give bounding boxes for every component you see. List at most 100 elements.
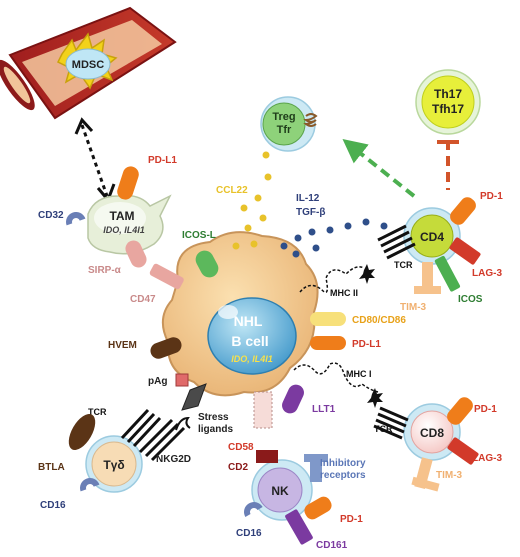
nhl-label: NHL [234,313,263,329]
cd8-label: CD8 [420,426,444,440]
cd2-label: CD2 [228,462,248,473]
stress-ligand [181,383,207,411]
cd4-tcr [377,224,416,260]
nk-label: NK [271,484,289,498]
ccl22-label: CCL22 [216,185,248,196]
mhc-i-peptide [367,388,383,408]
sirp-alpha-label: SIRP-α [88,265,122,276]
tumor-pd-l1-label: PD-L1 [352,339,381,350]
cd8-lag-3-label: LAG-3 [472,453,502,464]
stress-ligands-line-1: Stress [198,412,229,423]
btla-receptor [68,413,96,451]
llt1-ligand [282,384,304,414]
cd80-cd86-label: CD80/CD86 [352,315,406,326]
cd58-label: CD58 [228,442,254,453]
cd32-label: CD32 [38,210,64,221]
cd161-label: CD161 [316,540,348,551]
cd4-pd-1-label: PD-1 [480,191,503,202]
cd4-pd-1 [450,197,476,225]
cd4-to-treg-arrow [342,139,416,198]
cd4-icos-label: ICOS [458,294,483,305]
pag-label: pAg [148,376,167,387]
inhibitory-line-1: Inhibitory [320,458,366,469]
cd80-cd86-ligand [310,312,346,326]
ccl22-chemokine [232,151,272,250]
cd4-cell: CD4 [403,207,461,265]
cd32-receptor [66,212,86,226]
tam-sublabel: IDO, IL4I1 [103,225,145,235]
cytokine-dots [280,218,388,258]
hvem-label: HVEM [108,340,137,351]
hvem-ligand [150,337,182,359]
tam-pd-l1-label: PD-L1 [148,155,177,166]
treg-line-1: Treg [272,111,295,123]
tgd-label: Tγδ [103,458,124,472]
cd47-label: CD47 [130,294,156,305]
mhc-i-label: MHC I [346,369,372,379]
cd47-ligand [149,263,184,290]
cd4-tcr-label: TCR [394,260,413,270]
mhc-ii-molecule [299,266,365,293]
mdsc-cell: MDSC [56,32,118,90]
il12-label: IL-12 [296,193,320,204]
tumor-pd-l1 [310,336,346,350]
nk-cd16 [244,502,263,517]
mhc-ii-label: MHC II [330,288,358,298]
nkg2d-label: NKG2D [156,454,191,465]
cd8-lag-3 [447,437,479,465]
mdsc-tam-link [80,124,109,197]
cd4-tim-3-label: TIM-3 [400,302,427,313]
nk-cell: NK [251,459,313,521]
arrowhead-up [74,117,94,135]
icos-l-ligand [195,250,219,278]
llt1-label: LLT1 [312,404,336,415]
tgd-cd16-label: CD16 [40,500,66,511]
treg-line-2: Tfr [277,124,292,136]
cd4-label: CD4 [420,230,444,244]
cd8-cell: CD8 [403,403,461,461]
cd8-pd-1 [447,397,473,425]
b-cell-label: B cell [231,333,268,349]
tgd-cell: Tγδ [85,435,143,493]
pag-antigen [175,373,189,387]
cd4-lag-3-label: LAG-3 [472,268,502,279]
tam-pd-l1-receptor [117,166,139,200]
tam-cell: TAM IDO, IL4I1 [87,194,172,255]
tgd-tcr-label: TCR [88,407,107,417]
cd8-tcr-label: TCR [374,424,393,434]
th17-line-1: Th17 [434,87,462,101]
nk-cd2 [256,450,278,463]
tam-label: TAM [109,209,134,223]
cd4-tim-3 [422,262,433,294]
nk-cd161 [285,509,313,545]
tgd-tcr [120,408,162,448]
cd8-tim-3-label: TIM-3 [436,470,463,481]
nkg2d-receptor [138,418,186,462]
th17-line-2: Tfh17 [432,102,464,116]
b-cell-sublabel: IDO, IL4I1 [231,354,273,364]
cd4-tim-3-head [414,286,441,294]
tgf-beta-label: TGF-β [296,207,325,218]
btla-label: BTLA [38,462,65,473]
cd8-pd-1-label: PD-1 [474,404,497,415]
inhibitory-line-2: receptors [320,470,366,481]
nkg2d-hook [175,416,191,431]
inhibitory-receptor [310,458,322,482]
cd58-ligand [253,391,273,429]
cd8-tcr [373,406,409,440]
cd8-tim-3-head [411,476,440,492]
nk-pd-1-label: PD-1 [340,514,363,525]
tgd-cd16 [80,478,100,492]
cd4-lag-3 [449,237,481,265]
sirp-alpha-receptor [125,240,147,268]
mhc-ii-peptide [359,264,375,284]
cd4-icos [434,255,461,292]
stress-ligands-line-2: ligands [198,424,233,435]
inhibitory-receptor-head [304,454,328,462]
